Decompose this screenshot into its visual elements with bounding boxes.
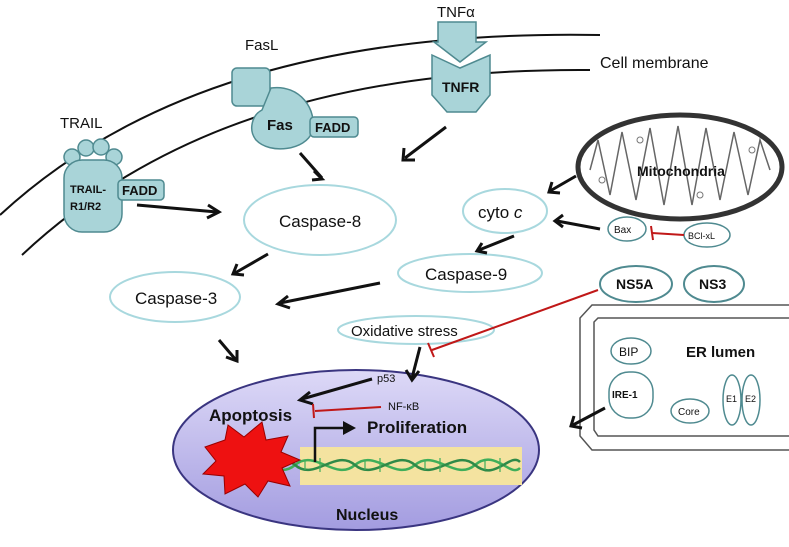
er-membrane-outer [579,304,789,451]
dna-band [300,447,522,485]
caspase-9-node [397,253,543,293]
apoptosis-label: Apoptosis [209,406,292,425]
arrowhead [547,181,561,195]
mito-dot [598,176,606,184]
nucleus-label: Nucleus [336,507,398,524]
arrowhead [569,415,583,430]
fadd-fas-box [309,116,359,138]
fadd-trail-box [117,179,165,201]
caspase-3-node [109,271,241,323]
dna-rungs [304,458,501,472]
e2-label: E2 [745,394,756,404]
ns3-node [683,265,745,303]
arrowhead [230,263,245,277]
tnfa-label: TNFα [437,4,475,21]
tnfr-label: TNFR [442,79,479,95]
core-node [670,398,710,424]
ns5a-label: NS5A [616,276,653,292]
mitochondria-label: Mitochondria [637,163,725,179]
oxidative-stress-label: Oxidative stress [351,323,458,340]
nfkb-label: NF-κB [388,401,419,413]
e1-label: E1 [726,394,737,404]
ns3-label: NS3 [699,276,726,292]
ire1-node [608,371,654,419]
arrowhead [225,350,239,364]
ns5a-inhibits-oxstress [431,289,599,351]
arrow-cytoc-to-caspase9 [478,234,515,252]
inhibit-bar [312,403,315,419]
arrow-trail-to-caspase8 [136,203,218,214]
arrowhead [401,147,415,162]
ire1-label: IRE-1 [612,390,638,401]
oxidative-stress-node [337,315,495,345]
trail-receptor-label-1: TRAIL- [70,184,106,196]
tnfr-receptor [431,53,491,113]
inhibition-lines [312,289,599,419]
bip-label: BIP [619,345,638,359]
caspase-3-label: Caspase-3 [135,289,217,308]
trail-receptor-label-2: R1/R2 [70,201,101,213]
cell-membrane-label: Cell membrane [600,55,709,72]
arrow-er-to-nucleus [572,406,606,427]
arrow-mito-to-cytoc [549,174,577,193]
fas-receptor [250,86,314,150]
bclxl-inhibits-bax [651,232,685,236]
core-label: Core [678,407,700,418]
arrowhead [206,203,223,220]
tnfa-ligand [431,21,489,63]
e1-node [722,374,742,426]
arrowhead [274,294,291,310]
caspase-8-label: Caspase-8 [279,212,361,231]
bclxl-label: BCl-xL [688,231,715,241]
cyto-c-label: cyto c [478,203,523,222]
fas-label: Fas [267,117,293,134]
trail-ligand-2 [77,139,95,157]
arrowhead [311,169,326,182]
fadd-fas-label: FADD [315,120,350,135]
trail-label: TRAIL [60,115,103,132]
nfkb-inhibits-apoptosis [314,406,382,412]
arrow-p53-to-apoptosis [301,377,373,401]
ns5a-node [599,265,673,303]
er-lumen-label: ER lumen [686,344,755,361]
proliferation-label: Proliferation [367,418,467,437]
bax-label: Bax [614,225,631,236]
arrowhead [552,213,564,229]
arrowhead [474,242,488,255]
fasl-ligand [231,67,271,107]
mito-dot [748,146,756,154]
arrowhead [404,369,421,383]
e2-node [741,374,761,426]
transcription-arrowhead [343,421,356,435]
cyto-c-node [462,188,548,234]
bip-node [610,337,652,365]
inhibit-bar [650,225,654,241]
inhibit-bar [427,342,435,358]
mito-dot [636,136,644,144]
caspase-8-node [243,184,397,256]
mitochondria-cristae [589,125,771,206]
caspase-9-label: Caspase-9 [425,265,507,284]
arrow-caspase3-to-nucleus [217,339,238,361]
p53-label: p53 [377,373,395,385]
er-membrane-inner [593,317,789,437]
transcription-arrow [313,426,345,462]
arrow-caspase8-to-caspase3 [234,252,269,275]
trail-ligand-3 [92,138,110,156]
fasl-label: FasL [245,37,278,54]
arrow-bax-to-cytoc [556,219,601,231]
arrow-oxstress-to-p53 [410,346,422,379]
trail-receptor [63,159,123,233]
mitochondria-outer [575,112,785,222]
mito-dot [696,191,704,199]
arrow-tnfr-to-caspase8 [404,125,447,160]
apoptosis-burst-icon [201,421,302,498]
arrow-caspase9-to-caspase3 [279,281,381,305]
bax-ellipse [607,216,647,242]
fadd-trail-label: FADD [122,183,157,198]
activation-arrows [136,125,606,430]
dna-strand-1 [234,458,521,472]
arrowhead [296,390,314,406]
